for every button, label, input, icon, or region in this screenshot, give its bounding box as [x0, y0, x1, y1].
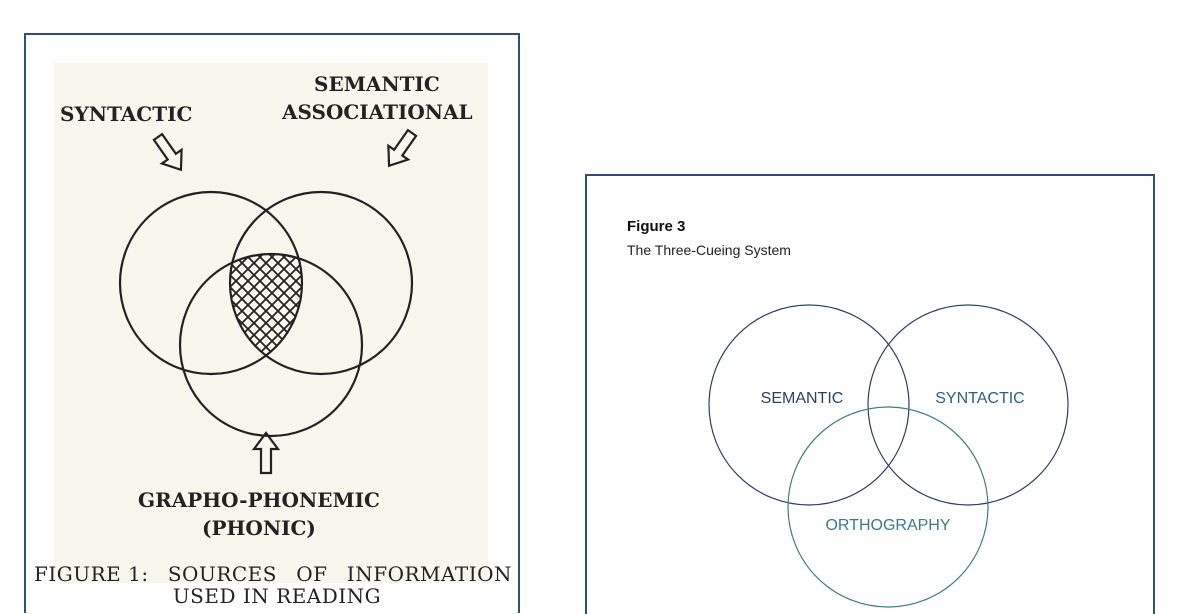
semantic-arrow-icon: [387, 128, 418, 168]
caption-word-of: OF: [296, 562, 328, 586]
caption-word-information: INFORMATION: [346, 562, 512, 586]
caption-figure-label: FIGURE 1:: [34, 562, 149, 586]
figure-1-caption: FIGURE 1: SOURCES OF INFORMATION USED IN…: [34, 563, 512, 607]
figure-3-panel: Figure 3 The Three-Cueing System SEMANTI…: [585, 174, 1155, 614]
syntactic-circle-3: [867, 304, 1069, 506]
figure-3-title: Figure 3: [627, 218, 686, 235]
label-grapho-phonemic: GRAPHO-PHONEMIC: [138, 488, 380, 512]
grapho-circle: [178, 252, 364, 438]
figure-3-subtitle: The Three-Cueing System: [627, 242, 791, 258]
figure-1-diagram: SYNTACTIC SEMANTIC ASSOCIATIONAL GRAPHO-…: [60, 72, 473, 540]
caption-line-2: USED IN READING: [172, 584, 382, 608]
semantic-circle: [228, 190, 414, 376]
semantic-circle-3: [708, 304, 910, 506]
label-semantic: SEMANTIC: [314, 72, 440, 96]
label-associational: ASSOCIATIONAL: [281, 100, 473, 124]
syntactic-arrow-icon: [152, 132, 183, 172]
caption-word-sources: SOURCES: [167, 562, 277, 586]
label-orthography: ORTHOGRAPHY: [825, 517, 950, 534]
label-semantic-3: SEMANTIC: [761, 390, 844, 407]
figure-1-panel: SYNTACTIC SEMANTIC ASSOCIATIONAL GRAPHO-…: [24, 33, 520, 613]
label-phonic: (PHONIC): [202, 516, 316, 540]
grapho-arrow-icon: [251, 431, 281, 475]
label-syntactic-3: SYNTACTIC: [935, 390, 1024, 407]
syntactic-circle: [118, 190, 304, 376]
orthography-circle: [787, 406, 989, 608]
figure-3-diagram: SEMANTIC SYNTACTIC ORTHOGRAPHY: [708, 304, 1069, 608]
label-syntactic: SYNTACTIC: [60, 102, 192, 126]
